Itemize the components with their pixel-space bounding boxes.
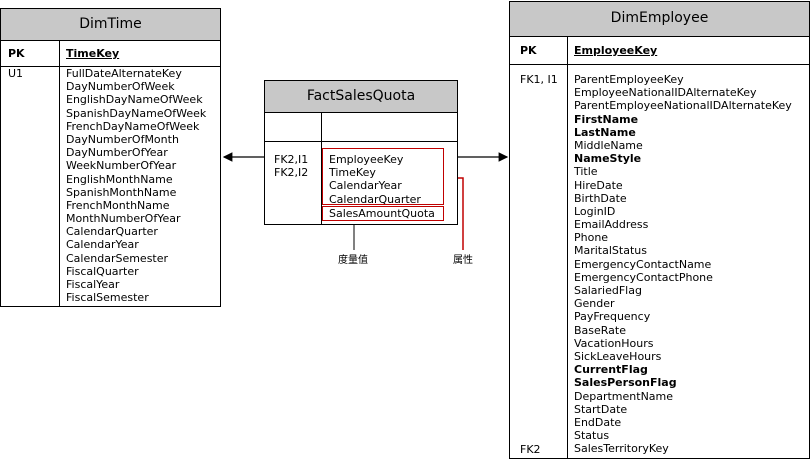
- dimemployee-field: EmergencyContactPhone: [574, 270, 713, 284]
- dimtime-field: CalendarQuarter: [66, 225, 158, 239]
- dimemployee-field: EmailAddress: [574, 218, 649, 232]
- dimtime-column-divider: [59, 41, 60, 306]
- dimtime-field: SpanishMonthName: [66, 185, 177, 199]
- dimemployee-field: MiddleName: [574, 138, 643, 152]
- dimtime-field: DayNumberOfWeek: [66, 80, 175, 94]
- dimemployee-field: SickLeaveHours: [574, 349, 662, 363]
- dimemployee-key-label-top: FK1, I1: [520, 73, 558, 86]
- fact-header: FactSalesQuota: [265, 81, 457, 113]
- dimemployee-field: Gender: [574, 297, 615, 311]
- dimtime-field: FiscalQuarter: [66, 264, 139, 278]
- dimtime-field: CalendarSemester: [66, 251, 169, 265]
- dimtime-field: CalendarYear: [66, 238, 139, 252]
- dimtime-field: FiscalSemester: [66, 291, 149, 305]
- dimemployee-field: HireDate: [574, 178, 623, 192]
- dimemployee-pk-label: PK: [520, 44, 537, 57]
- dimemployee-field: LastName: [574, 125, 636, 139]
- dimtime-field: WeekNumberOfYear: [66, 159, 177, 173]
- measure-highlight-box: [322, 206, 444, 221]
- dimemployee-title: DimEmployee: [610, 10, 709, 26]
- dimtime-table: DimTime PK TimeKey U1 FullDateAlternateK…: [0, 8, 221, 307]
- dimemployee-field: EmployeeNationalIDAlternateKey: [574, 86, 757, 100]
- factsalesquota-table: FactSalesQuota FK2,I1 FK2,I2 EmployeeKey…: [264, 80, 458, 225]
- dimemployee-pk-field: EmployeeKey: [574, 44, 658, 57]
- attribute-highlight-box: [322, 148, 444, 205]
- dimemployee-field: SalesPersonFlag: [574, 376, 677, 390]
- dimtime-field: FullDateAlternateKey: [66, 67, 182, 80]
- dimtime-field: FrenchDayNameOfWeek: [66, 119, 200, 133]
- dimtime-title: DimTime: [79, 16, 142, 32]
- dimtime-pk-label: PK: [8, 47, 25, 60]
- dimtime-field: EnglishDayNameOfWeek: [66, 93, 203, 107]
- dimemployee-key-label-bottom: FK2: [520, 443, 541, 456]
- dimemployee-table: DimEmployee PK EmployeeKey FK1, I1 Paren…: [509, 1, 810, 459]
- dimemployee-field: ParentEmployeeNationalIDAlternateKey: [574, 99, 792, 113]
- dimemployee-column-divider: [567, 37, 568, 458]
- dimemployee-field: NameStyle: [574, 152, 642, 166]
- dimtime-header: DimTime: [1, 9, 220, 41]
- dimemployee-field: BaseRate: [574, 323, 627, 337]
- dimemployee-field: MaritalStatus: [574, 244, 647, 258]
- dimemployee-field: SalariedFlag: [574, 284, 642, 297]
- dimemployee-field: Title: [574, 165, 598, 179]
- dimemployee-field: EmergencyContactName: [574, 257, 712, 271]
- dimemployee-field: PayFrequency: [574, 310, 651, 324]
- dimemployee-field: StartDate: [574, 402, 628, 416]
- dimemployee-field: LoginID: [574, 204, 616, 218]
- dimemployee-field: Phone: [574, 231, 609, 245]
- dimemployee-field: VacationHours: [574, 336, 654, 350]
- fact-key-label-2: FK2,I2: [274, 166, 309, 179]
- dimemployee-field: CurrentFlag: [574, 363, 648, 377]
- fact-field: TimeKey: [329, 166, 376, 180]
- dimemployee-field: EndDate: [574, 415, 622, 429]
- dimemployee-field: SalesTerritoryKey: [574, 442, 669, 456]
- dimtime-field: FiscalYear: [66, 278, 120, 291]
- dimtime-key-label: U1: [8, 67, 24, 80]
- dimtime-field: DayNumberOfMonth: [66, 132, 179, 146]
- dimemployee-field: FirstName: [574, 112, 639, 126]
- dimtime-field: DayNumberOfYear: [66, 146, 168, 160]
- attribute-annotation: 属性: [453, 255, 473, 266]
- measure-annotation: 度量值: [338, 255, 368, 266]
- fact-key-label-1: FK2,I1: [274, 153, 309, 166]
- fact-field: EmployeeKey: [329, 153, 404, 166]
- fact-field: CalendarYear: [329, 179, 402, 193]
- fact-column-divider: [321, 113, 322, 224]
- dimtime-field: EnglishMonthName: [66, 172, 173, 186]
- fact-pk-row: [265, 113, 457, 142]
- dimemployee-field: DepartmentName: [574, 389, 674, 403]
- dimtime-field: MonthNumberOfYear: [66, 212, 181, 226]
- fact-title: FactSalesQuota: [306, 88, 416, 104]
- dimtime-pk-row: [1, 41, 220, 67]
- dimemployee-header: DimEmployee: [510, 2, 809, 37]
- dimtime-pk-field: TimeKey: [66, 47, 120, 60]
- dimemployee-pk-row: [510, 37, 809, 65]
- dimtime-field: SpanishDayNameOfWeek: [66, 106, 207, 120]
- fact-field: CalendarQuarter: [329, 192, 421, 206]
- dimtime-field: FrenchMonthName: [66, 198, 170, 212]
- dimemployee-field: BirthDate: [574, 191, 627, 205]
- dimemployee-field: ParentEmployeeKey: [574, 73, 684, 86]
- dimemployee-field: Status: [574, 429, 610, 443]
- fact-measure-field: SalesAmountQuota: [329, 207, 435, 220]
